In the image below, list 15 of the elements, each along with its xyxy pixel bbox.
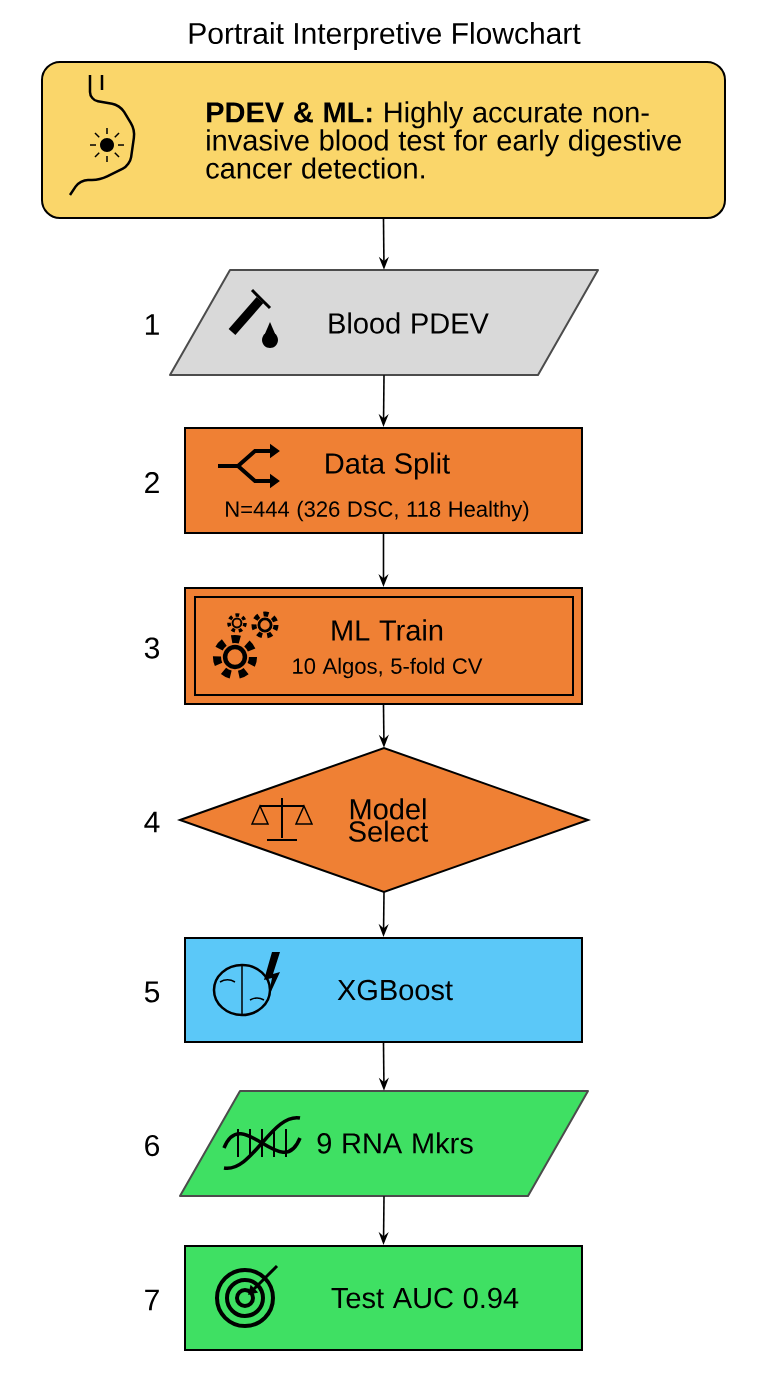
step-number: 2	[145, 472, 159, 493]
step-number: 4	[144, 811, 160, 833]
process-box: XGBoost	[184, 937, 583, 1043]
process-box: Test AUC 0.94	[184, 1245, 583, 1351]
step-number: 5	[144, 981, 160, 1003]
step-number: 3	[144, 637, 160, 659]
process-box: ML Train 10 Algos, 5-fold CV	[184, 587, 583, 705]
step-number: 1	[145, 314, 159, 335]
summary-box: PDEV & ML: Highly accurate non-invasive blood test for early digestive cancer detection.	[41, 61, 726, 219]
title: Portrait Interpretive Flowchart	[189, 22, 581, 50]
data-parallelogram: Blood PDEV	[169, 269, 599, 376]
data-parallelogram: 9 RNA Mkrs	[179, 1090, 589, 1197]
step-number: 6	[145, 1134, 160, 1157]
step-number: 7	[145, 1289, 159, 1311]
process-box: Data Split N=444 (326 DSC, 118 Healthy)	[184, 427, 583, 534]
